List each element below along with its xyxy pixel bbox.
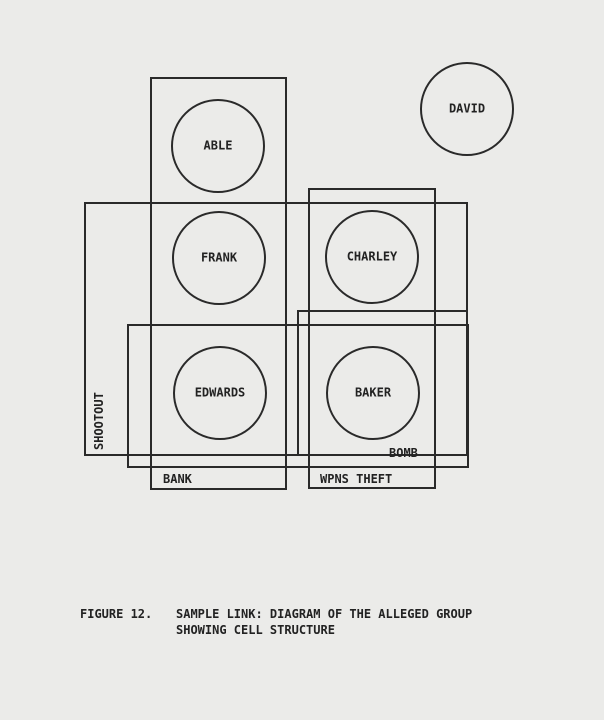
caption-line-1: FIGURE 12. SAMPLE LINK: DIAGRAM OF THE AL… xyxy=(80,606,580,622)
group-label-wpns-theft: WPNS THEFT xyxy=(320,472,392,486)
node-circle-baker xyxy=(326,346,420,440)
figure-caption: FIGURE 12. SAMPLE LINK: DIAGRAM OF THE AL… xyxy=(80,606,580,638)
group-box-shootout xyxy=(84,202,468,456)
node-circle-david xyxy=(420,62,514,156)
group-label-shootout: SHOOTOUT xyxy=(92,392,106,450)
node-circle-edwards xyxy=(173,346,267,440)
caption-title-line-2: SHOWING CELL STRUCTURE xyxy=(176,623,335,637)
caption-figure-number: FIGURE 12. xyxy=(80,607,153,621)
node-circle-able xyxy=(171,99,265,193)
group-label-bank: BANK xyxy=(163,472,193,486)
node-label-edwards: EDWARDS xyxy=(195,386,246,400)
group-box-wpns-theft xyxy=(308,188,436,489)
node-label-charley: CHARLEY xyxy=(347,250,398,264)
node-label-baker: BAKER xyxy=(355,386,392,400)
caption-title-line-1: SAMPLE LINK: DIAGRAM OF THE ALLEGED GROU… xyxy=(176,607,473,621)
node-circle-frank xyxy=(172,211,266,305)
group-label-bomb: BOMB xyxy=(389,446,418,460)
node-circle-charley xyxy=(325,210,419,304)
node-label-david: DAVID xyxy=(449,102,485,116)
node-label-frank: FRANK xyxy=(201,251,238,265)
cell-link-line xyxy=(297,310,467,455)
group-box-bank xyxy=(150,77,287,490)
node-label-able: ABLE xyxy=(204,139,233,153)
